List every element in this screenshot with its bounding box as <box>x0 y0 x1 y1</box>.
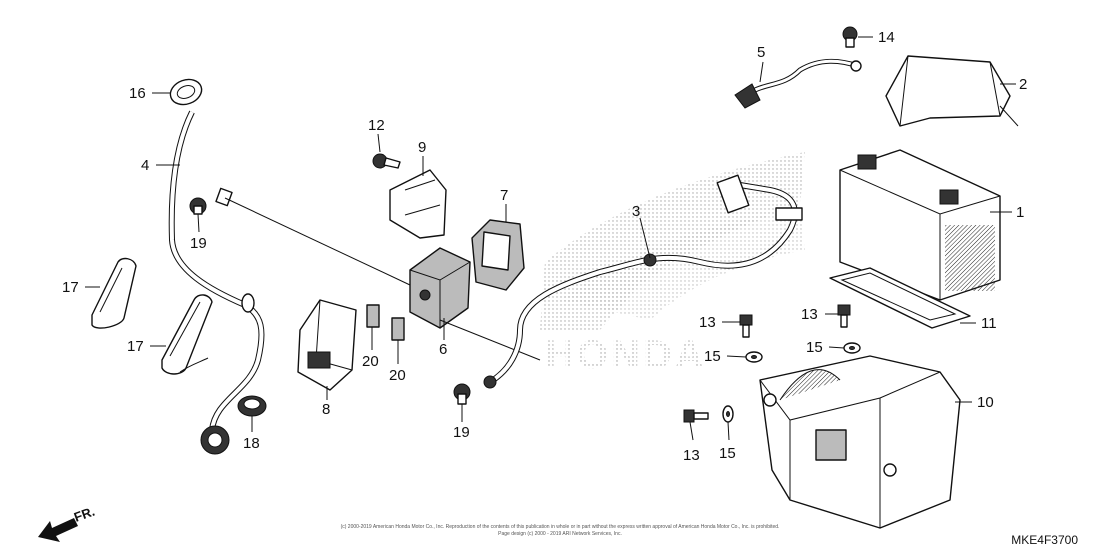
washer-15-a <box>745 351 763 363</box>
callout-10: 10 <box>977 394 994 411</box>
callout-13-c: 13 <box>683 447 700 464</box>
callout-6: 6 <box>439 341 447 358</box>
callout-13-b: 13 <box>801 306 818 323</box>
diagram-ref-code: MKE4F3700 <box>1011 533 1078 547</box>
bolt-13-a <box>739 314 753 338</box>
cover-17-upper <box>91 257 137 329</box>
callout-3: 3 <box>632 203 640 220</box>
battery-1 <box>839 149 1001 301</box>
callout-5: 5 <box>757 44 765 61</box>
wire-harness-4 <box>168 110 265 455</box>
callout-13-a: 13 <box>699 314 716 331</box>
bolt-13-b <box>837 304 851 328</box>
callout-8: 8 <box>322 401 330 418</box>
fuse-20-b <box>391 317 405 341</box>
callout-1: 1 <box>1016 204 1024 221</box>
washer-15-b <box>843 342 861 354</box>
front-direction-label: FR. <box>72 504 97 525</box>
callout-19-a: 19 <box>190 235 207 252</box>
bracket-9 <box>389 169 447 239</box>
callout-16: 16 <box>129 85 146 102</box>
reference-lines <box>224 197 541 361</box>
callout-2: 2 <box>1019 76 1027 93</box>
callout-17-a: 17 <box>62 279 79 296</box>
callout-18: 18 <box>243 435 260 452</box>
callout-20-b: 20 <box>389 367 406 384</box>
wire-harness-3 <box>483 174 803 389</box>
callout-15-b: 15 <box>806 339 823 356</box>
terminal-cover-2 <box>885 55 1019 127</box>
callout-labels: 1 2 3 4 5 6 7 8 9 10 11 12 13 13 13 14 1… <box>62 29 1027 464</box>
relay-cover-8 <box>297 299 357 391</box>
copyright-line-2: Page design (c) 2000 - 2019 ARI Network … <box>498 531 622 537</box>
callout-11: 11 <box>981 315 997 332</box>
callout-7: 7 <box>500 187 508 204</box>
callout-14: 14 <box>878 29 895 46</box>
washer-15-c <box>722 405 734 423</box>
bolt-19-upper <box>189 197 207 215</box>
band-clamp-16 <box>169 78 203 106</box>
battery-cable-5 <box>734 58 862 109</box>
bolt-19-lower <box>453 383 471 405</box>
callout-12: 12 <box>368 117 385 134</box>
honda-watermark-logo: HONDA <box>540 152 805 377</box>
relay-6 <box>409 247 471 329</box>
clip-18 <box>237 395 267 417</box>
battery-mat-11 <box>829 267 971 329</box>
bolt-14 <box>842 26 858 48</box>
battery-box-10 <box>759 355 961 529</box>
callout-19-b: 19 <box>453 424 470 441</box>
bolt-12 <box>372 153 401 169</box>
callout-4: 4 <box>141 157 149 174</box>
bolt-13-c <box>683 409 709 423</box>
callout-17-b: 17 <box>127 338 144 355</box>
callout-9: 9 <box>418 139 426 156</box>
callout-15-a: 15 <box>704 348 721 365</box>
rubber-mount-7 <box>471 219 525 291</box>
cover-17-lower <box>161 294 213 375</box>
copyright-line-1: (c) 2000-2019 American Honda Motor Co., … <box>341 524 780 530</box>
fuse-20-a <box>366 304 380 328</box>
leader-lines <box>85 36 1016 441</box>
callout-15-c: 15 <box>719 445 736 462</box>
callout-20-a: 20 <box>362 353 379 370</box>
watermark-text: HONDA <box>545 333 707 377</box>
front-direction-arrow: FR. <box>38 504 97 542</box>
